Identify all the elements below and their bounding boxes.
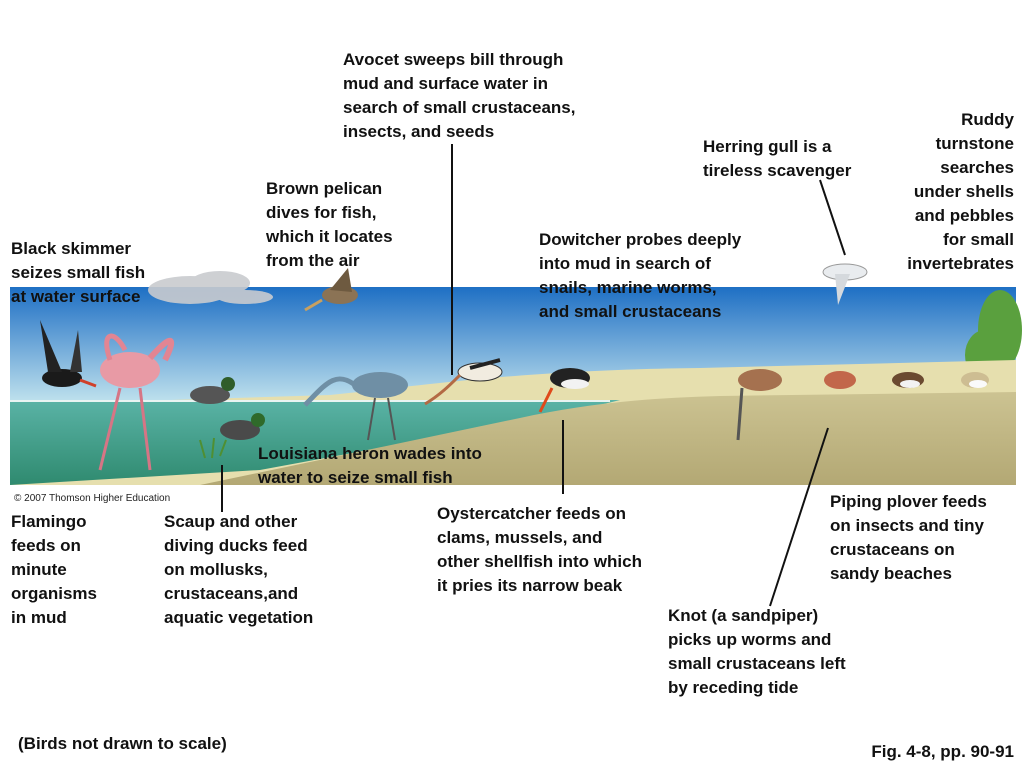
ruddy-turnstone-label: Ruddy turnstone searches under shells an… <box>907 110 1014 273</box>
oystercatcher-label: Oystercatcher feeds on clams, mussels, a… <box>437 504 642 595</box>
figure-reference: Fig. 4-8, pp. 90-91 <box>871 742 1014 761</box>
dowitcher-label: Dowitcher probes deeply into mud in sear… <box>539 230 742 321</box>
louisiana-heron-bird <box>303 372 408 441</box>
avocet-label: Avocet sweeps bill through mud and surfa… <box>343 50 576 141</box>
knot-bird <box>824 371 856 389</box>
cloud <box>148 271 273 304</box>
knot-leader <box>769 427 829 607</box>
herring-gull-label: Herring gull is a tireless scavenger <box>703 137 852 180</box>
knot-label: Knot (a sandpiper) picks up worms and sm… <box>668 606 846 697</box>
louisiana-heron-label: Louisiana heron wades into water to seiz… <box>258 444 482 487</box>
footnote: (Birds not drawn to scale) <box>18 734 227 753</box>
marsh-grass <box>199 437 227 459</box>
brown-pelican-bird <box>304 268 358 312</box>
copyright-text: © 2007 Thomson Higher Education <box>14 493 171 504</box>
oystercatcher-bird <box>538 368 590 413</box>
brown-pelican-label: Brown pelican dives for fish, which it l… <box>266 179 393 270</box>
flamingo-bird <box>98 333 175 471</box>
herring-gull-bird <box>822 263 868 305</box>
mud-flat <box>200 392 1016 485</box>
black-skimmer-bird <box>40 320 97 388</box>
water <box>10 400 620 485</box>
black-skimmer-label: Black skimmer seizes small fish at water… <box>11 239 146 306</box>
flamingo-label: Flamingo feeds on minute organisms in mu… <box>11 512 97 627</box>
avocet-bird <box>424 358 503 406</box>
herring-gull-leader <box>819 179 846 256</box>
piping-plover-label: Piping plover feeds on insects and tiny … <box>830 492 987 583</box>
scaup-label: Scaup and other diving ducks feed on mol… <box>164 512 314 627</box>
scaup-duck <box>190 377 265 440</box>
piping-plover-bird <box>961 372 989 388</box>
leader-lines <box>221 144 846 607</box>
ruddy-turnstone-bird <box>892 372 924 388</box>
dowitcher-bird <box>736 369 782 441</box>
